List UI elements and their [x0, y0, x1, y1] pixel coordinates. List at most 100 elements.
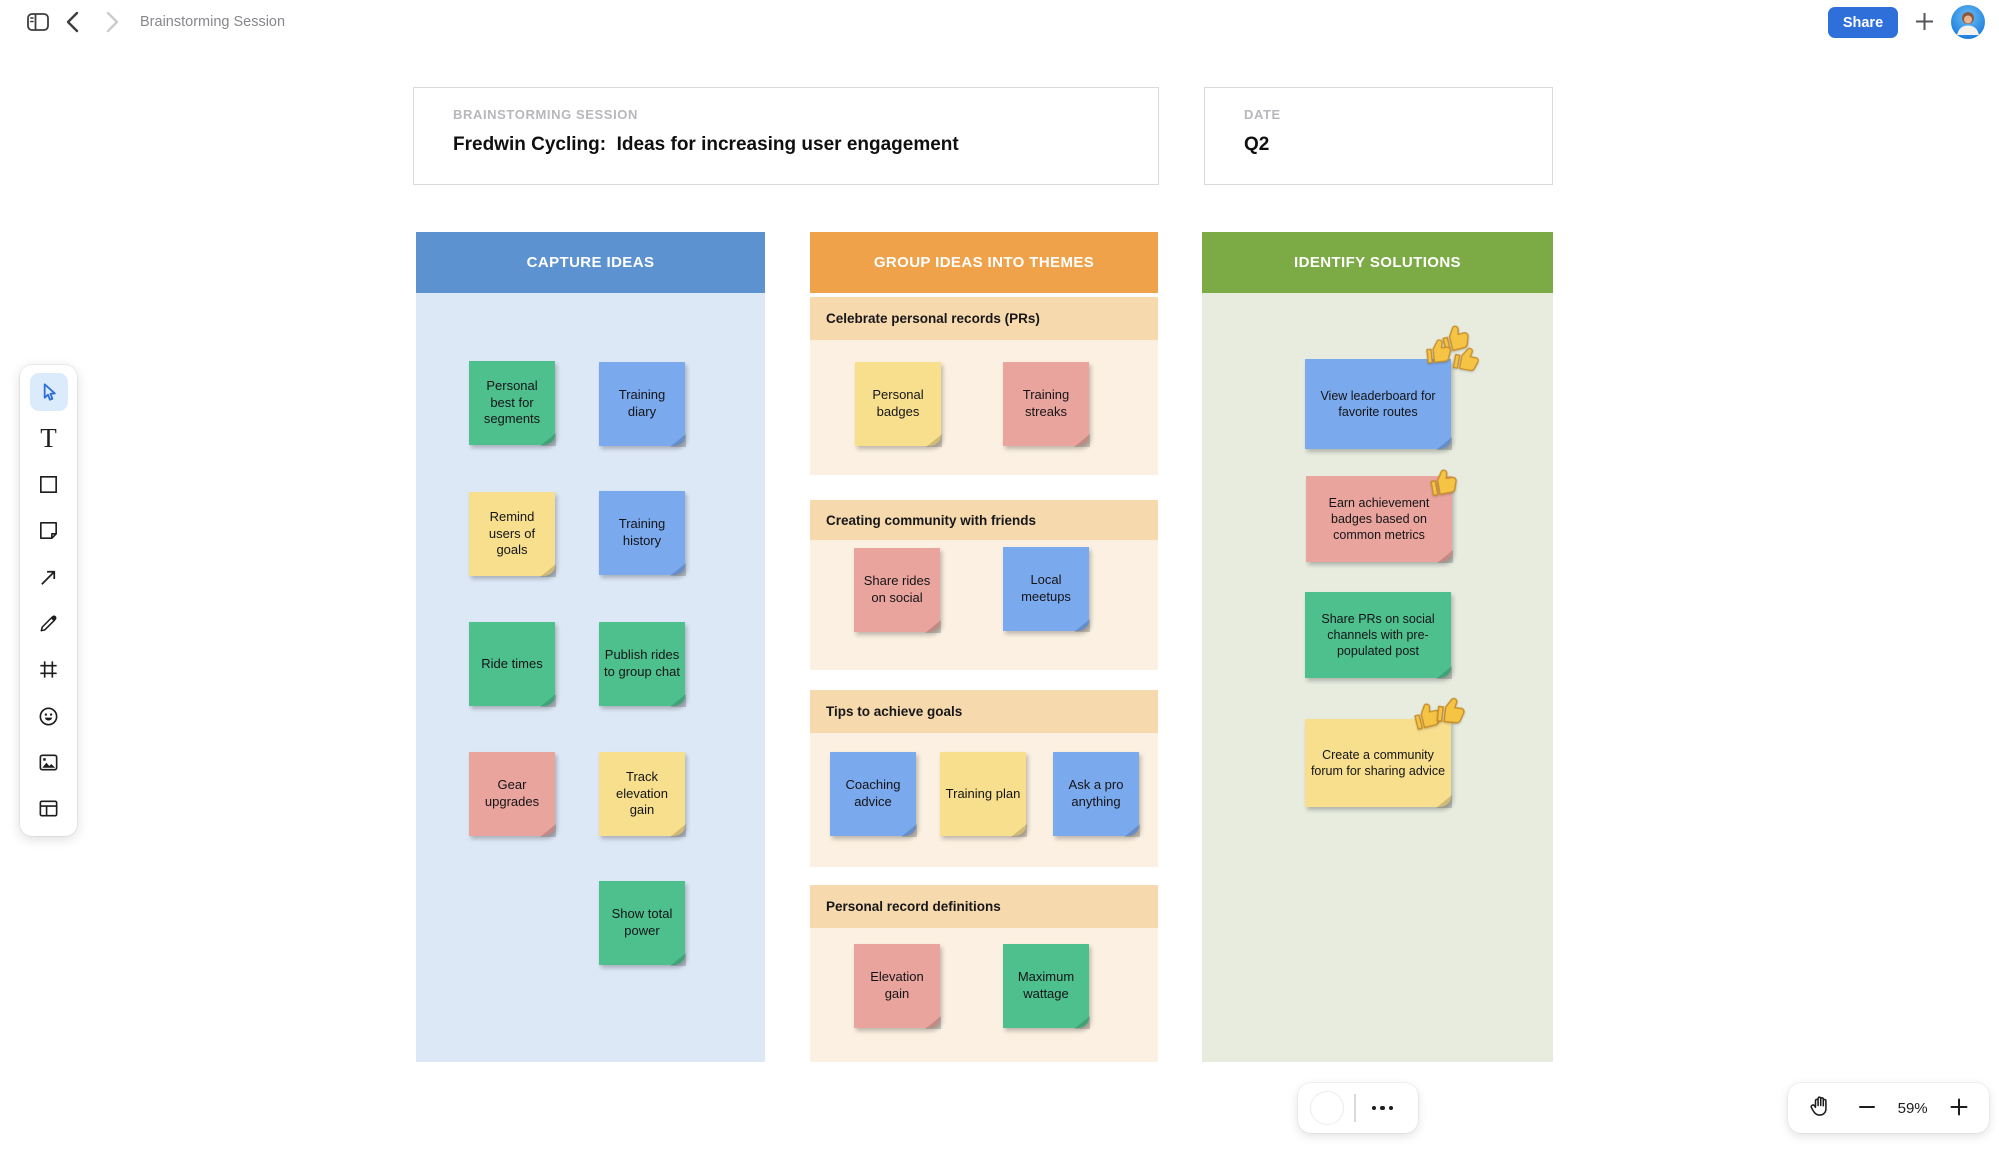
sticky-note-text: Share PRs on social channels with pre-po…	[1321, 612, 1435, 658]
thumbs-up-emoji	[1430, 469, 1457, 497]
sticky-note[interactable]: Share PRs on social channels with pre-po…	[1305, 592, 1452, 679]
tool-select[interactable]	[29, 373, 68, 411]
thumbs-up-emoji	[1414, 703, 1440, 730]
arrow-icon	[37, 566, 60, 589]
tool-shape[interactable]	[30, 466, 68, 504]
ellipsis-icon	[1371, 1105, 1376, 1111]
zoom-controls: 59%	[1788, 1083, 1989, 1133]
sticky-note[interactable]: Local meetups	[1003, 547, 1090, 632]
sticky-note[interactable]: Training plan	[940, 752, 1027, 837]
sticky-note-icon	[37, 519, 60, 542]
theme-section-community[interactable]: Creating community with friends	[810, 500, 1158, 670]
minus-icon	[1858, 1098, 1876, 1119]
square-icon	[37, 473, 60, 496]
sticky-note-text: Earn achievement badges based on common …	[1328, 496, 1430, 542]
emoji-icon	[37, 705, 60, 728]
sticky-note[interactable]: Training diary	[599, 362, 686, 447]
sticky-note[interactable]: Track elevation gain	[599, 752, 686, 837]
sticky-note[interactable]: Earn achievement badges based on common …	[1306, 476, 1453, 563]
chevron-right-icon	[106, 11, 119, 36]
share-button[interactable]: Share	[1828, 7, 1898, 38]
sticky-note[interactable]: Ask a pro anything	[1053, 752, 1140, 837]
zoom-in-button[interactable]	[1945, 1093, 1973, 1124]
date-card-value: Q2	[1244, 134, 1270, 155]
sticky-note[interactable]: Show total power	[599, 881, 686, 966]
theme-label: Celebrate personal records (PRs)	[810, 297, 1158, 340]
zoom-out-button[interactable]	[1854, 1094, 1880, 1123]
date-card[interactable]: DATE Q2	[1204, 87, 1553, 185]
sticky-note-text: Local meetups	[1021, 572, 1071, 604]
circle-button[interactable]	[1310, 1091, 1344, 1125]
tool-emoji[interactable]	[30, 697, 68, 735]
theme-label: Creating community with friends	[810, 500, 1158, 540]
sticky-note[interactable]: Personal badges	[855, 362, 942, 447]
person-silhouette-icon	[1957, 12, 1979, 35]
tool-frame[interactable]	[30, 651, 68, 689]
image-icon	[37, 751, 60, 774]
sticky-note[interactable]: Training history	[599, 491, 686, 576]
divider	[1354, 1094, 1356, 1122]
column-identify-solutions-header[interactable]: IDENTIFY SOLUTIONS	[1202, 232, 1553, 293]
sticky-note-text: Track elevation gain	[615, 769, 669, 818]
tool-text[interactable]: T	[30, 419, 68, 457]
back-button[interactable]	[62, 10, 82, 36]
thumbs-up-stamp-group[interactable]	[1424, 322, 1486, 380]
tool-arrow[interactable]	[30, 558, 68, 596]
sticky-note-text: Coaching advice	[845, 777, 901, 809]
new-board-button[interactable]	[1910, 10, 1938, 36]
thumbs-up-emoji	[1426, 339, 1452, 364]
sticky-note[interactable]: Elevation gain	[854, 944, 941, 1029]
sticky-note-text: Training plan	[945, 785, 1021, 801]
theme-label: Personal record definitions	[810, 885, 1158, 928]
avatar[interactable]	[1951, 5, 1985, 39]
top-toolbar: Brainstorming Session Share	[0, 0, 1999, 45]
sticky-note[interactable]: Create a community forum for sharing adv…	[1305, 719, 1452, 808]
column-identify-solutions-title: IDENTIFY SOLUTIONS	[1294, 254, 1461, 271]
tool-palette: T	[20, 365, 77, 836]
thumbs-up-emoji	[1452, 347, 1479, 372]
sticky-note-text: Elevation gain	[870, 969, 924, 1001]
sticky-note-text: Gear upgrades	[484, 777, 540, 809]
sticky-note[interactable]: Personal best for segments	[469, 361, 556, 446]
sticky-note-text: Personal badges	[872, 387, 924, 419]
table-icon	[37, 797, 60, 820]
sticky-note-text: Share rides on social	[863, 573, 931, 605]
chevron-left-icon	[66, 11, 79, 36]
tool-sticky-note[interactable]	[30, 512, 68, 550]
zoom-level: 59%	[1897, 1099, 1928, 1117]
session-card-label: BRAINSTORMING SESSION	[453, 107, 638, 122]
cursor-icon	[37, 381, 60, 404]
theme-label: Tips to achieve goals	[810, 690, 1158, 733]
sticky-note-text: View leaderboard for favorite routes	[1320, 389, 1436, 419]
session-title-card[interactable]: BRAINSTORMING SESSION Fredwin Cycling: I…	[413, 87, 1159, 185]
column-group-ideas-header[interactable]: GROUP IDEAS INTO THEMES	[810, 232, 1158, 293]
more-options-button[interactable]	[1366, 1100, 1400, 1117]
sticky-note[interactable]: Coaching advice	[830, 752, 917, 837]
column-capture-ideas-header[interactable]: CAPTURE IDEAS	[416, 232, 765, 293]
sticky-note[interactable]: Maximum wattage	[1003, 944, 1090, 1029]
sticky-note-text: Create a community forum for sharing adv…	[1310, 748, 1446, 778]
frame-icon	[37, 658, 60, 681]
sticky-note[interactable]: Gear upgrades	[469, 752, 556, 837]
thumbs-up-stamp-group[interactable]	[1428, 466, 1464, 500]
tool-image[interactable]	[30, 744, 68, 782]
column-capture-ideas-title: CAPTURE IDEAS	[526, 254, 655, 271]
sticky-note[interactable]: Remind users of goals	[469, 492, 556, 577]
forward-button[interactable]	[102, 10, 122, 36]
tool-pencil[interactable]	[30, 605, 68, 643]
sticky-note-text: Ride times	[481, 655, 543, 671]
sticky-note[interactable]: Publish rides to group chat	[599, 622, 686, 707]
thumbs-up-emoji	[1436, 697, 1465, 724]
sidebar-toggle-button[interactable]	[24, 10, 52, 36]
sticky-note[interactable]: Training streaks	[1003, 362, 1090, 447]
thumbs-up-stamp-group[interactable]	[1412, 694, 1472, 740]
sticky-note[interactable]: View leaderboard for favorite routes	[1305, 359, 1452, 450]
pan-hand-button[interactable]	[1804, 1090, 1837, 1126]
sticky-note-text: Show total power	[611, 906, 673, 938]
sticky-note[interactable]: Share rides on social	[854, 548, 941, 633]
sticky-note-text: Personal best for segments	[483, 378, 541, 427]
sidebar-toggle-icon	[26, 11, 50, 36]
sticky-note[interactable]: Ride times	[469, 622, 556, 707]
tool-table[interactable]	[30, 790, 68, 828]
